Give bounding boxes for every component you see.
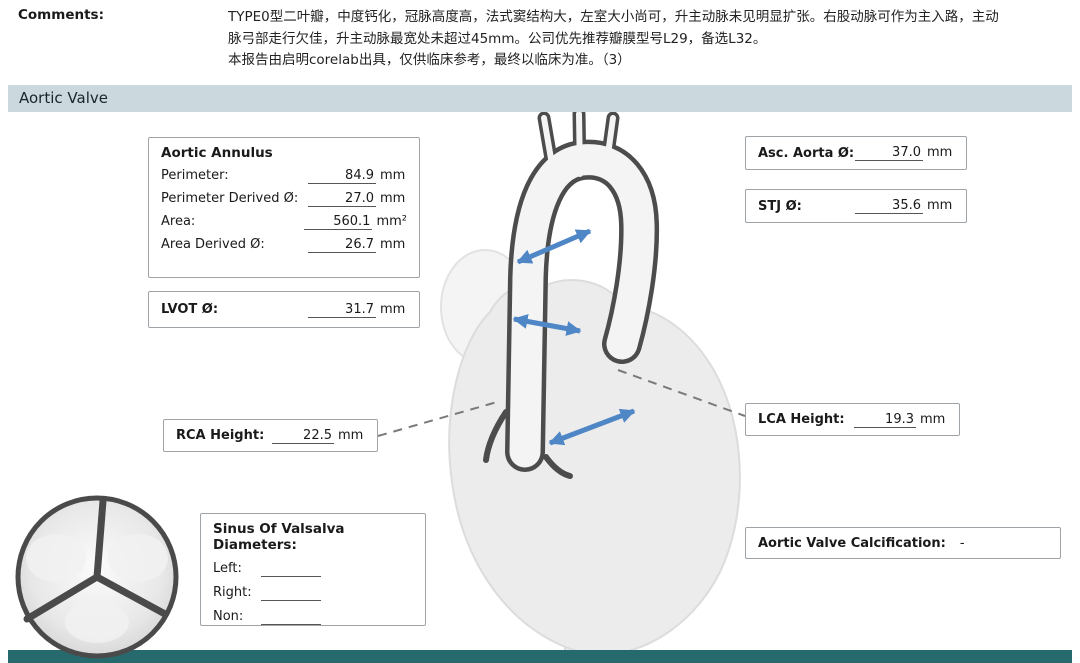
- sinus-non-value: [261, 609, 321, 625]
- area-derived-value: 26.7: [308, 237, 376, 253]
- perimeter-value: 84.9: [308, 168, 376, 184]
- sinus-right-label: Right:: [213, 585, 252, 600]
- calcification-value: -: [959, 535, 965, 551]
- area-label: Area:: [161, 214, 196, 229]
- perimeter-unit: mm: [380, 168, 406, 183]
- lca-height-value: 19.3: [854, 412, 916, 428]
- area-derived-label: Area Derived Ø:: [161, 237, 265, 252]
- lvot-unit: mm: [380, 301, 406, 317]
- aortic-annulus-title: Aortic Annulus: [161, 145, 273, 161]
- asc-aorta-unit: mm: [927, 145, 953, 160]
- valve-leaflet-right: [108, 534, 168, 582]
- row-perimeter-derived: Perimeter Derived Ø: 27.0 mm: [161, 191, 407, 207]
- comments-line-2: 脉弓部走行欠佳，升主动脉最宽处未超过45mm。公司优先推荐瓣膜型号L29，备选L…: [228, 30, 767, 47]
- sinus-title: Sinus Of Valsalva Diameters:: [213, 521, 345, 553]
- valve-commissure-top: [93, 497, 107, 581]
- comments-line-1: TYPE0型二叶瓣，中度钙化，冠脉高度高，法式窦结构大，左室大小尚可，升主动脉未…: [228, 9, 999, 25]
- perimeter-value-group: 84.9 mm: [308, 168, 407, 184]
- heart-body: [448, 279, 741, 656]
- row-perimeter: Perimeter: 84.9 mm: [161, 168, 407, 184]
- area-derived-unit: mm: [380, 237, 406, 252]
- row-sinus-right: Right:: [213, 585, 413, 601]
- asc-aorta-box: Asc. Aorta Ø: 37.0 mm: [745, 136, 967, 170]
- footer-bar: [8, 650, 1072, 663]
- aorta-arch: [505, 112, 660, 472]
- asc-aorta-value-group: 37.0 mm: [855, 145, 954, 161]
- lvot-value: 31.7: [308, 302, 376, 318]
- rca-height-label: RCA Height:: [176, 428, 265, 443]
- stj-value-group: 35.6 mm: [855, 198, 954, 214]
- sinus-right-value: [261, 585, 321, 601]
- sinus-of-valsalva-box: Sinus Of Valsalva Diameters: Left: Right…: [200, 513, 426, 626]
- stj-label: STJ Ø:: [758, 198, 802, 214]
- calcification-label: Aortic Valve Calcification:: [758, 535, 946, 551]
- heart-aorta-illustration: [440, 112, 741, 663]
- asc-aorta-measure-arrow-icon: [516, 228, 592, 265]
- aortic-valve-cross-section-illustration: [15, 495, 179, 659]
- valve-leaflet-non: [65, 601, 129, 643]
- row-sinus-left: Left:: [213, 561, 413, 577]
- left-coronary-artery: [543, 454, 573, 479]
- stj-box: STJ Ø: 35.6 mm: [745, 189, 967, 223]
- perimeter-derived-unit: mm: [380, 191, 406, 206]
- section-header-aortic-valve: Aortic Valve: [8, 85, 1072, 112]
- stj-value: 35.6: [855, 198, 923, 214]
- stj-measure-arrow-icon: [512, 314, 582, 336]
- perimeter-derived-label: Perimeter Derived Ø:: [161, 191, 299, 206]
- perimeter-derived-value-group: 27.0 mm: [308, 191, 407, 207]
- aortic-annulus-box: Aortic Annulus Perimeter: 84.9 mm Perimet…: [148, 137, 420, 278]
- perimeter-derived-value: 27.0: [308, 191, 376, 207]
- area-derived-value-group: 26.7 mm: [308, 237, 407, 253]
- rca-height-value: 22.5: [272, 428, 334, 444]
- valve-commissure-left: [23, 573, 101, 623]
- lca-height-unit: mm: [920, 411, 946, 427]
- row-area-derived: Area Derived Ø: 26.7 mm: [161, 237, 407, 253]
- lca-height-label: LCA Height:: [758, 412, 845, 427]
- sinus-left-value: [261, 561, 321, 577]
- asc-aorta-value: 37.0: [855, 145, 923, 161]
- lvot-label: LVOT Ø:: [161, 302, 219, 317]
- asc-aorta-label: Asc. Aorta Ø:: [758, 145, 855, 161]
- aortic-valve-calcification-box: Aortic Valve Calcification: -: [745, 527, 1061, 559]
- row-sinus-non: Non:: [213, 609, 413, 625]
- valve-leaflet-left: [26, 534, 86, 582]
- sinus-left-label: Left:: [213, 561, 242, 576]
- valve-commissure-right: [93, 573, 169, 618]
- area-value: 560.1: [304, 214, 373, 230]
- comments-line-3: 本报告由启明corelab出具，仅供临床参考，最终以临床为准。（3）: [228, 52, 631, 68]
- comments-label: Comments:: [18, 7, 104, 23]
- comments-text: TYPE0型二叶瓣，中度钙化，冠脉高度高，法式窦结构大，左室大小尚可，升主动脉未…: [228, 7, 999, 72]
- perimeter-label: Perimeter:: [161, 168, 229, 183]
- area-unit: mm²: [376, 214, 407, 229]
- stj-unit: mm: [927, 198, 953, 213]
- rca-height-unit: mm: [338, 427, 364, 443]
- sinus-non-label: Non:: [213, 609, 244, 624]
